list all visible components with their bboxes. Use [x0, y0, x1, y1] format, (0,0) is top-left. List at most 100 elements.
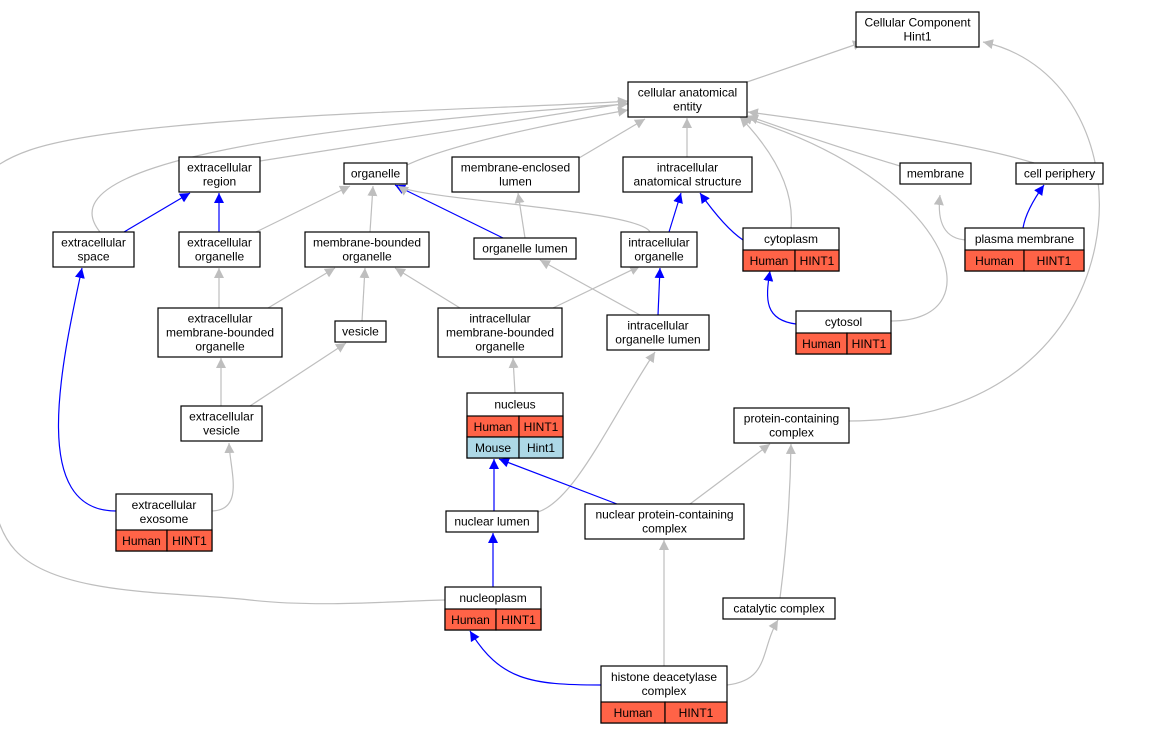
gene-label: HINT1 [172, 534, 207, 548]
is-a-arrow [537, 351, 656, 513]
is-a-arrow [552, 265, 641, 309]
gene-label: HINT1 [524, 420, 559, 434]
node-vesicle[interactable]: vesicle [334, 320, 387, 343]
node-label-line: intracellular [469, 312, 530, 326]
edge-nucleus-to-imbo [508, 357, 519, 394]
is-a-arrow [747, 114, 901, 167]
node-nlumen[interactable]: nuclear lumen [445, 510, 539, 533]
edge-organelle-to-cae [406, 106, 629, 166]
node-label-line: organelle [351, 167, 401, 181]
is-a-arrow [539, 259, 641, 316]
node-label-line: histone deacetylase [611, 670, 717, 684]
node-label-line: organelle [634, 250, 684, 264]
node-label-line: complex [642, 684, 687, 698]
node-label-line: extracellular [189, 410, 254, 424]
species-label: Human [614, 706, 653, 720]
node-membrane[interactable]: membrane [899, 162, 972, 185]
gene-label: HINT1 [679, 706, 714, 720]
gene-label: HINT1 [852, 337, 887, 351]
is-a-arrow [578, 118, 646, 159]
node-box [52, 231, 135, 268]
node-box [899, 162, 972, 185]
edge-imbo-to-mbo [394, 267, 461, 309]
is-a-arrow [746, 40, 864, 83]
species-label: Human [750, 254, 789, 268]
gene-label: HINT1 [1037, 254, 1072, 268]
edge-io-to-ias [668, 192, 683, 233]
node-label-line: extracellular [61, 236, 126, 250]
part-of-arrow [699, 192, 744, 241]
edge-nucleoplasm-to-cae [0, 96, 629, 605]
part-of-arrow [498, 457, 618, 505]
node-box [733, 407, 850, 444]
node-label-line: nuclear protein-containing [595, 508, 733, 522]
edge-cytoplasm-to-cae [739, 116, 793, 229]
gene-label: HINT1 [501, 613, 536, 627]
part-of-arrow [1022, 184, 1045, 229]
edge-io-to-organelle [397, 185, 651, 233]
edge-nlumen-to-iol [537, 351, 656, 513]
is-a-arrow [933, 194, 967, 241]
node-box [157, 307, 283, 358]
node-label-line: Hint1 [903, 30, 931, 44]
node-label-line: exosome [140, 512, 189, 526]
node-label-line: vesicle [203, 424, 240, 438]
part-of-arrow [763, 270, 797, 325]
part-of-arrow [668, 192, 683, 233]
node-label-line: nucleus [494, 398, 535, 412]
node-label-line: vesicle [342, 325, 379, 339]
edge-iol-to-olumen [539, 259, 641, 316]
is-a-arrow [267, 267, 336, 309]
node-catcomplex[interactable]: catalytic complex [722, 597, 836, 620]
is-a-arrow [255, 185, 351, 233]
node-box [178, 231, 261, 268]
node-label-line: nuclear lumen [454, 515, 529, 529]
edge-npcc-to-pcc [689, 443, 771, 505]
node-label-line: cell periphery [1024, 167, 1095, 181]
node-label-line: lumen [499, 175, 532, 189]
edge-exosome-to-ecs [57, 267, 117, 512]
edge-imbo-to-io [552, 265, 641, 309]
node-label-line: protein-containing [744, 412, 839, 426]
edge-ecs-to-cae [91, 99, 629, 233]
node-olumen[interactable]: organelle lumen [473, 237, 577, 260]
annotation-row-human[interactable]: Human HINT1 [600, 701, 728, 724]
node-label-line: organelle [475, 340, 525, 354]
node-box [473, 237, 577, 260]
node-label-line: membrane [907, 167, 965, 181]
node-cellper[interactable]: cell periphery [1015, 162, 1104, 185]
part-of-arrow [469, 630, 602, 686]
node-organelle[interactable]: organelle [343, 162, 408, 185]
edge-pm-to-membrane [933, 194, 967, 241]
